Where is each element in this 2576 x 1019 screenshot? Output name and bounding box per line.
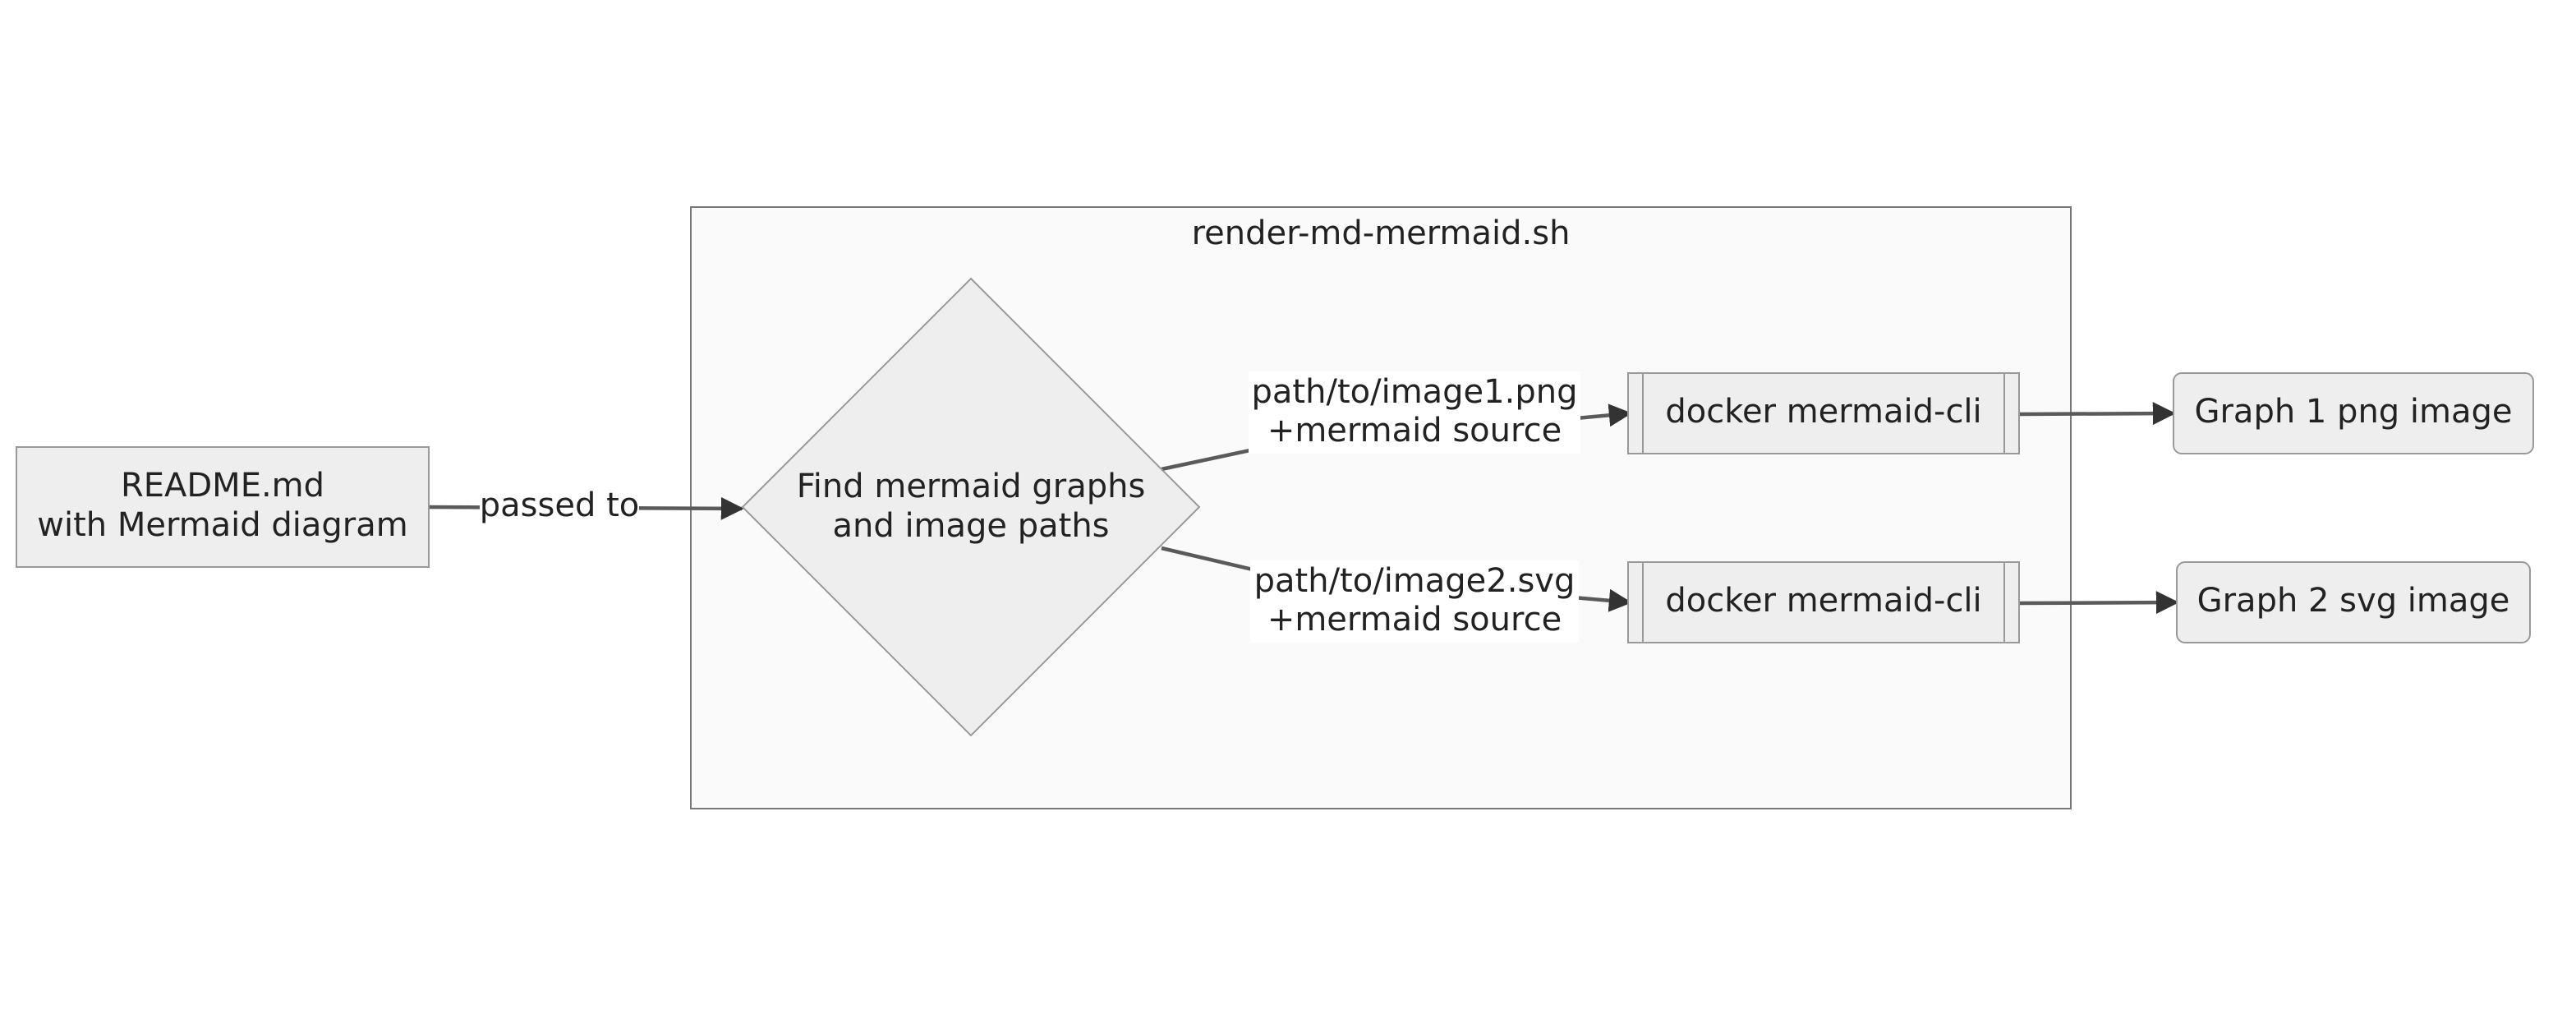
node-readme-line2: with Mermaid diagram <box>37 506 407 544</box>
node-graph-2-svg: Graph 2 svg image <box>2176 561 2531 643</box>
edge-label-image1: path/to/image1.png +mermaid source <box>1249 371 1580 454</box>
node-readme-box <box>16 446 430 568</box>
node-docker-mermaid-cli-2: docker mermaid-cli <box>1627 561 2020 643</box>
edge-docker2-to-graph2 <box>2018 591 2179 615</box>
node-find-mermaid-graphs: Find mermaid graphs and image paths <box>741 277 1201 737</box>
edge-label-image1-line2: +mermaid source <box>1267 412 1562 450</box>
node-readme-line1: README.md <box>121 467 324 505</box>
node-readme: README.md with Mermaid diagram <box>16 446 430 568</box>
node-docker-1-label: docker mermaid-cli <box>1665 393 1981 431</box>
cluster-title: render-md-mermaid.sh <box>1192 214 1571 252</box>
node-docker-1-box <box>1627 372 2020 454</box>
edge-docker1-to-graph1 <box>2018 402 2176 426</box>
node-docker-mermaid-cli-1: docker mermaid-cli <box>1627 372 2020 454</box>
edge-label-passed-to-text: passed to <box>480 486 639 524</box>
node-graph-2-label: Graph 2 svg image <box>2197 582 2510 620</box>
node-graph-1-png: Graph 1 png image <box>2173 372 2534 454</box>
node-graph-1-box <box>2173 372 2534 454</box>
node-find-mermaid-graphs-diamond <box>741 277 1201 737</box>
node-find-mermaid-graphs-line1: Find mermaid graphs <box>797 468 1146 505</box>
node-docker-2-box <box>1627 561 2020 643</box>
edge-label-image1-line1: path/to/image1.png <box>1252 373 1578 411</box>
edge-label-image2: path/to/image2.svg +mermaid source <box>1250 560 1579 643</box>
edge-label-passed-to: passed to <box>480 486 639 528</box>
node-find-mermaid-graphs-line2: and image paths <box>832 507 1109 545</box>
node-docker-2-label: docker mermaid-cli <box>1665 582 1981 620</box>
edge-label-image2-line1: path/to/image2.svg <box>1254 562 1576 600</box>
node-graph-2-box <box>2176 561 2531 643</box>
edge-label-image2-line2: +mermaid source <box>1267 601 1562 639</box>
node-graph-1-label: Graph 1 png image <box>2194 393 2512 431</box>
